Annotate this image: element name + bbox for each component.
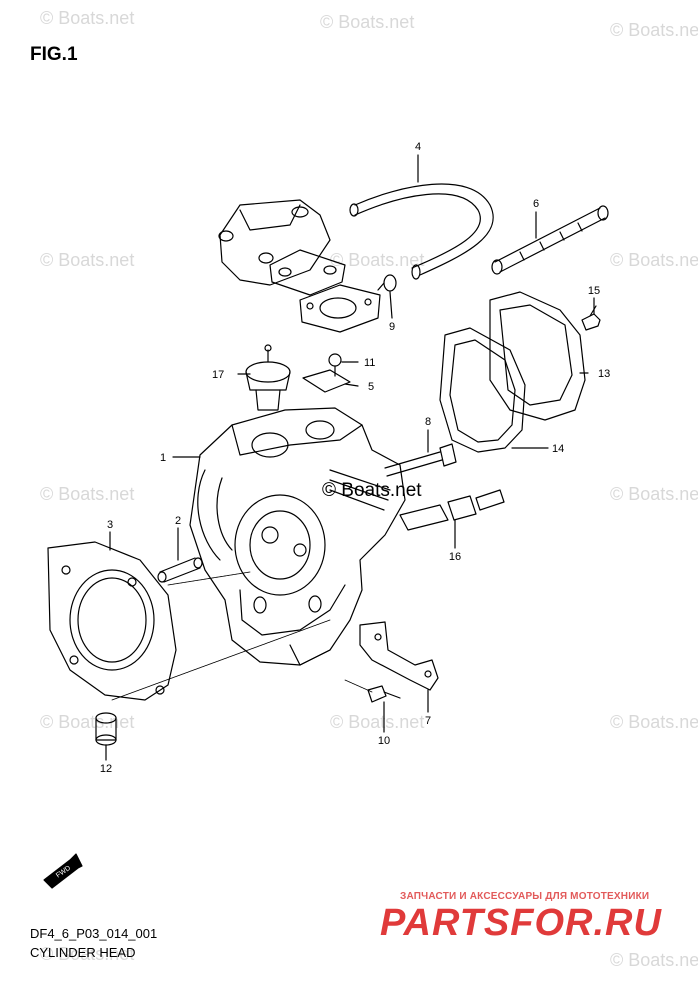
- watermark: © Boats.net: [610, 250, 698, 270]
- part-thermostat: [245, 344, 291, 411]
- center-watermark: © Boats.net: [322, 480, 422, 501]
- callout-16: 16: [449, 551, 461, 563]
- watermark: © Boats.net: [40, 8, 135, 28]
- callout-7: 7: [425, 715, 431, 727]
- callout-3: 3: [107, 519, 113, 531]
- watermark: © Boats.net: [610, 484, 698, 504]
- watermark: © Boats.net: [40, 944, 135, 964]
- part-side-gasket: [439, 327, 526, 453]
- callout-9: 9: [389, 321, 395, 333]
- part-cover-gasket: [299, 284, 381, 333]
- watermark: © Boats.net: [610, 950, 698, 970]
- diagram-code: DF4_6_P03_014_001: [30, 926, 158, 941]
- callout-13: 13: [598, 368, 610, 380]
- watermark: © Boats.net: [320, 12, 415, 32]
- callout-4: 4: [415, 141, 421, 153]
- watermark: © Boats.net: [610, 20, 698, 40]
- part-pipe: [491, 205, 609, 275]
- assembly-lines: [111, 571, 373, 701]
- callout-11: 11: [364, 357, 375, 369]
- callout-2: 2: [175, 515, 181, 527]
- fwd-arrow: FWD: [43, 853, 83, 889]
- part-bracket: [359, 621, 439, 691]
- callout-6: 6: [533, 198, 539, 210]
- callout-15: 15: [588, 285, 600, 297]
- part-screw-plate: [302, 353, 351, 393]
- watermark: © Boats.net: [330, 250, 425, 270]
- callout-12: 12: [100, 763, 112, 775]
- part-stud-bolt: [384, 443, 457, 477]
- watermark: © Boats.net: [40, 712, 135, 732]
- part-bolt-15: [581, 305, 601, 331]
- part-spark-plug: [399, 489, 505, 531]
- part-bolt-10: [367, 685, 401, 703]
- watermark: © Boats.net: [330, 712, 425, 732]
- watermark: © Boats.net: [610, 712, 698, 732]
- part-cylinder-head: [189, 407, 406, 666]
- diagram-caption: CYLINDER HEAD: [30, 945, 136, 960]
- part-clip: [377, 274, 397, 292]
- brand-logo: PARTSFOR.RU: [380, 902, 662, 944]
- part-thermostat-cover: [218, 199, 346, 296]
- brand-tagline: ЗАПЧАСТИ И АКСЕССУАРЫ ДЛЯ МОТОТЕХНИКИ: [400, 891, 650, 902]
- callout-14: 14: [552, 443, 564, 455]
- callout-10: 10: [378, 735, 390, 747]
- callout-5: 5: [368, 381, 374, 393]
- part-dowel-pin: [157, 557, 203, 583]
- leader-lines: [105, 154, 595, 761]
- watermark: © Boats.net: [40, 484, 135, 504]
- figure-title: FIG.1: [30, 44, 78, 65]
- part-hose: [349, 183, 494, 280]
- watermark: © Boats.net: [40, 250, 135, 270]
- callout-8: 8: [425, 416, 431, 428]
- callout-17: 17: [212, 369, 224, 381]
- part-head-gasket: [47, 541, 177, 701]
- callout-1: 1: [160, 452, 166, 464]
- part-bushing: [95, 712, 117, 746]
- part-side-cover: [489, 291, 586, 421]
